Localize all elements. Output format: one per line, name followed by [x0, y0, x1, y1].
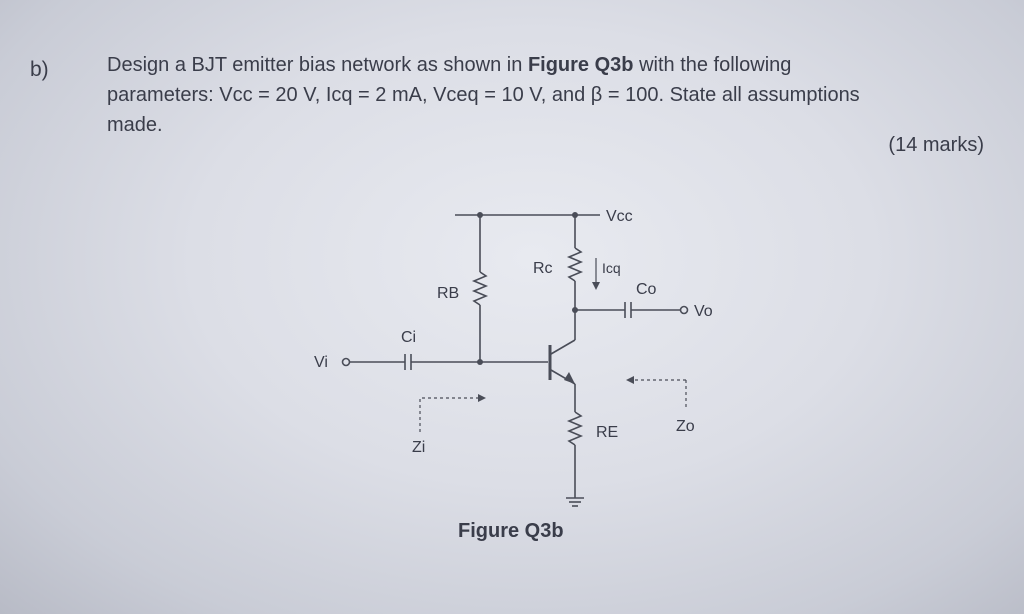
vo-terminal — [679, 305, 689, 315]
rc-resistor — [566, 247, 584, 282]
vcc-label: Vcc — [606, 208, 633, 225]
question-line-1: Design a BJT emitter bias network as sho… — [107, 54, 792, 76]
re-resistor — [566, 411, 584, 446]
question-line-2: parameters: Vcc = 20 V, Icq = 2 mA, Vceq… — [107, 84, 860, 106]
rb-resistor — [471, 271, 489, 306]
vo-label: Vo — [694, 303, 713, 320]
zi-arrowhead — [478, 394, 486, 402]
rc-label: Rc — [533, 260, 553, 277]
question-line-3: made. — [107, 114, 163, 136]
rb-label: RB — [437, 285, 459, 302]
icq-label: Icq — [602, 260, 621, 276]
vi-label: Vi — [314, 354, 328, 371]
ci-label: Ci — [401, 329, 416, 346]
figure-reference: Figure Q3b — [527, 54, 634, 76]
re-label: RE — [596, 424, 618, 441]
zo-label: Zo — [676, 418, 695, 435]
base-node — [477, 359, 483, 365]
collector-node — [572, 307, 578, 313]
emitter-arrowhead — [564, 372, 575, 384]
marks-label: (14 marks) — [888, 134, 984, 156]
icq-arrowhead — [592, 282, 600, 290]
zi-indicator — [419, 397, 478, 432]
co-label: Co — [636, 281, 657, 298]
transistor-collector-lead — [550, 339, 576, 355]
zi-label: Zi — [412, 439, 425, 456]
vi-terminal — [341, 357, 351, 367]
rail-node-rc — [572, 212, 578, 218]
rail-node-rb — [477, 212, 483, 218]
zo-arrowhead — [626, 376, 634, 384]
question-text: Design a BJT emitter bias network as sho… — [107, 50, 987, 140]
figure-caption: Figure Q3b — [458, 520, 564, 542]
question-label: b) — [30, 58, 49, 81]
